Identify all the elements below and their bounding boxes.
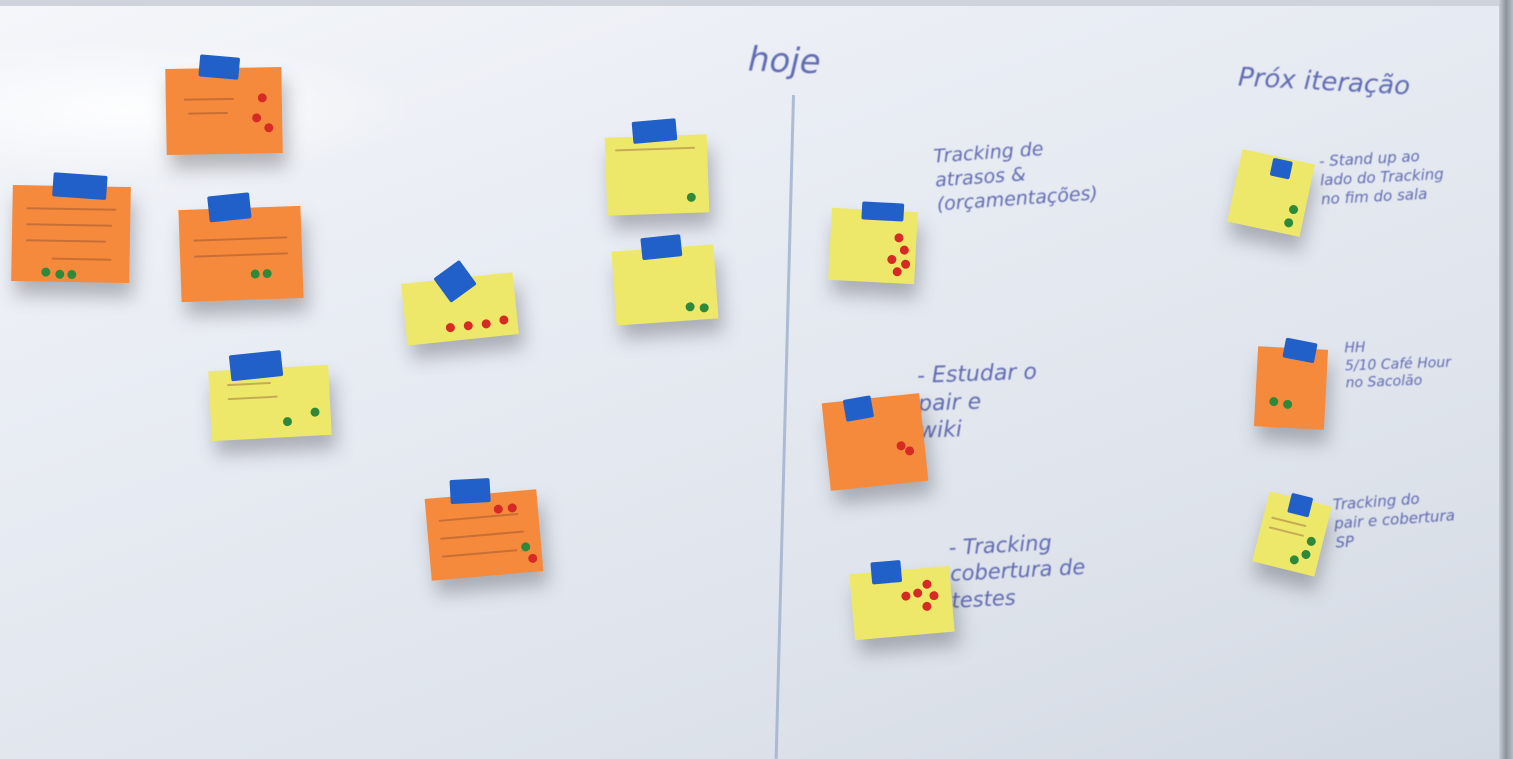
sticky-note-yellow[interactable] xyxy=(849,559,955,641)
note-writing xyxy=(26,223,113,227)
next-item-2: HH 5/10 Café Hour no Sacolão xyxy=(1344,339,1452,392)
red-dot xyxy=(892,267,902,277)
note-writing xyxy=(183,97,234,101)
sticky-note-yellow[interactable] xyxy=(611,234,719,326)
note-writing xyxy=(193,236,288,242)
red-dot xyxy=(252,113,262,123)
red-dot xyxy=(445,322,456,333)
red-dot xyxy=(493,504,504,515)
red-dot xyxy=(887,254,897,265)
green-dot xyxy=(699,303,709,313)
green-dot xyxy=(1288,204,1299,215)
red-dot xyxy=(922,579,932,590)
sticky-note-yellow[interactable] xyxy=(604,118,710,216)
red-dot xyxy=(901,591,911,602)
red-dot xyxy=(463,320,474,331)
today-item-3: - Tracking cobertura de testes xyxy=(948,530,1086,613)
board-frame-top xyxy=(0,0,1513,6)
note-writing xyxy=(51,257,112,261)
green-dot xyxy=(1283,217,1295,229)
sticky-note-yellow[interactable] xyxy=(401,259,519,346)
red-dot xyxy=(257,93,267,103)
red-dot xyxy=(899,245,910,255)
sticky-note-orange[interactable] xyxy=(424,478,544,581)
tape xyxy=(52,172,108,201)
sticky-note-yellow[interactable] xyxy=(1252,491,1332,577)
green-dot xyxy=(1300,549,1312,560)
red-dot xyxy=(527,553,538,564)
note-writing xyxy=(615,146,696,152)
note-writing xyxy=(188,111,229,115)
today-item-2: - Estudar o pair e wiki xyxy=(916,359,1038,444)
note-writing xyxy=(440,530,524,540)
heading-prox-iteracao: Próx iteração xyxy=(1237,62,1411,102)
note-writing xyxy=(25,239,106,243)
next-item-1: - Stand up ao lado do Tracking no fim do… xyxy=(1318,147,1445,208)
green-dot xyxy=(282,416,293,427)
tape xyxy=(228,350,284,382)
red-dot xyxy=(507,503,518,513)
tape xyxy=(861,201,905,222)
red-dot xyxy=(922,601,932,612)
note-writing xyxy=(441,549,518,558)
tape xyxy=(449,478,491,505)
sticky-note-yellow[interactable] xyxy=(1227,149,1315,237)
tape xyxy=(640,234,683,261)
tape xyxy=(1287,492,1314,518)
green-dot xyxy=(1269,396,1279,407)
sticky-note-orange[interactable] xyxy=(11,172,131,284)
red-dot xyxy=(904,445,915,456)
green-dot xyxy=(1288,554,1300,566)
red-dot xyxy=(264,123,274,133)
note-writing xyxy=(26,207,117,211)
tape xyxy=(1282,337,1318,364)
green-dot xyxy=(262,268,272,279)
next-item-3: Tracking do pair e cobertura SP xyxy=(1332,489,1456,552)
green-dot xyxy=(41,267,51,277)
column-divider-line xyxy=(774,95,795,759)
red-dot xyxy=(900,259,911,269)
sticky-note-orange[interactable] xyxy=(178,192,304,303)
note-writing xyxy=(227,395,278,401)
tape xyxy=(842,395,875,422)
note-writing xyxy=(1271,516,1307,528)
tape xyxy=(870,559,903,585)
green-dot xyxy=(250,269,260,279)
note-writing xyxy=(194,252,289,258)
tape xyxy=(631,118,678,144)
green-dot xyxy=(520,542,531,552)
tape xyxy=(198,54,241,80)
green-dot xyxy=(1305,535,1317,547)
red-dot xyxy=(912,588,923,598)
green-dot xyxy=(310,407,320,417)
red-dot xyxy=(481,318,492,329)
tape xyxy=(1269,157,1293,180)
green-dot xyxy=(67,269,77,280)
red-dot xyxy=(498,315,509,325)
note-writing xyxy=(438,512,519,522)
sticky-note-orange[interactable] xyxy=(165,54,283,156)
sticky-note-orange[interactable] xyxy=(821,393,929,491)
heading-hoje: hoje xyxy=(747,39,822,83)
green-dot xyxy=(55,269,65,279)
sticky-note-yellow[interactable] xyxy=(208,350,332,442)
tape xyxy=(207,192,252,223)
sticky-note-orange[interactable] xyxy=(1253,337,1329,430)
tape xyxy=(433,259,477,303)
green-dot xyxy=(686,192,696,202)
green-dot xyxy=(1282,399,1293,410)
board-frame-right xyxy=(1499,0,1513,759)
today-item-1: Tracking de atrasos & (orçamentações) xyxy=(932,137,1099,215)
note-writing xyxy=(1268,526,1305,537)
note-writing xyxy=(226,381,272,387)
red-dot xyxy=(929,590,939,601)
sticky-note-yellow[interactable] xyxy=(828,201,918,285)
red-dot xyxy=(894,233,904,243)
green-dot xyxy=(685,302,695,312)
